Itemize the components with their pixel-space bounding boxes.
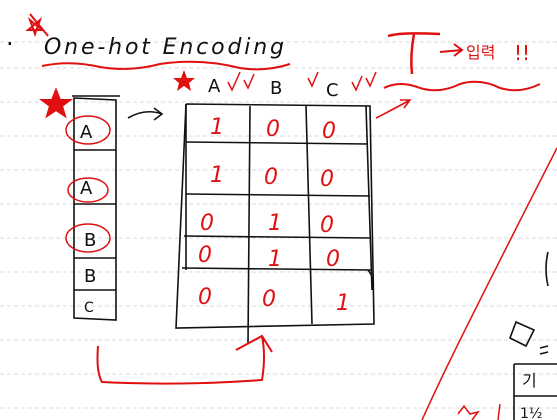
right-fragment: 기 1½ bbox=[457, 251, 557, 420]
arrow-icon bbox=[127, 107, 164, 121]
arrow-icon bbox=[439, 43, 464, 57]
matrix-cell: 0 bbox=[266, 117, 280, 142]
connector-bracket bbox=[96, 334, 273, 385]
fragment-partial: 1½ bbox=[520, 406, 542, 420]
matrix-star-icon bbox=[173, 70, 195, 91]
input-cell: B bbox=[84, 266, 96, 287]
arrow-icon bbox=[375, 99, 412, 119]
matrix-headers: A B C bbox=[208, 76, 339, 101]
annotation: 입력 !! bbox=[383, 32, 541, 92]
ruled-lines bbox=[0, 41, 557, 409]
matrix-cell: 0 bbox=[320, 213, 334, 238]
bullet: · bbox=[6, 30, 14, 58]
header-cell: B bbox=[270, 78, 282, 99]
annotation-underline bbox=[383, 80, 541, 92]
t-letter bbox=[387, 32, 441, 75]
title-underline bbox=[41, 60, 291, 71]
fragment-cell: 기 bbox=[522, 371, 537, 390]
matrix-values: 1 0 0 1 0 0 0 1 0 0 1 0 0 0 1 bbox=[198, 115, 350, 316]
matrix-cell: 0 bbox=[198, 243, 212, 268]
input-column-highlights bbox=[65, 115, 111, 253]
input-column bbox=[72, 95, 120, 321]
input-cell: A bbox=[80, 178, 93, 199]
korean-label: 입력 bbox=[466, 43, 495, 62]
input-column-values: A A B B C bbox=[80, 122, 96, 316]
header-checkmarks bbox=[227, 71, 377, 92]
matrix-cell: 1 bbox=[268, 211, 282, 236]
header-cell: A bbox=[208, 76, 221, 97]
input-cell: A bbox=[80, 122, 93, 143]
matrix-cell: 1 bbox=[210, 115, 224, 140]
matrix-cell: 0 bbox=[262, 287, 276, 312]
exclaim-label: !! bbox=[514, 41, 530, 65]
input-cell: C bbox=[84, 300, 94, 316]
left-star-icon bbox=[39, 87, 73, 119]
matrix-cell: 0 bbox=[264, 165, 278, 190]
header-cell: C bbox=[326, 80, 339, 101]
matrix-cell: 1 bbox=[268, 247, 282, 272]
input-cell: B bbox=[84, 230, 96, 251]
matrix-cell: 1 bbox=[210, 163, 224, 188]
matrix-cell: 0 bbox=[320, 167, 334, 192]
matrix-cell: 1 bbox=[336, 291, 350, 316]
diagonal-line bbox=[421, 147, 557, 420]
page-title: One-hot Encoding bbox=[44, 35, 284, 60]
title-star-icon bbox=[25, 13, 49, 37]
matrix-cell: 0 bbox=[200, 211, 214, 236]
matrix-cell: 0 bbox=[326, 247, 340, 272]
matrix-cell: 0 bbox=[198, 285, 212, 310]
matrix-cell: 0 bbox=[322, 119, 336, 144]
matrix-grid bbox=[175, 103, 375, 345]
